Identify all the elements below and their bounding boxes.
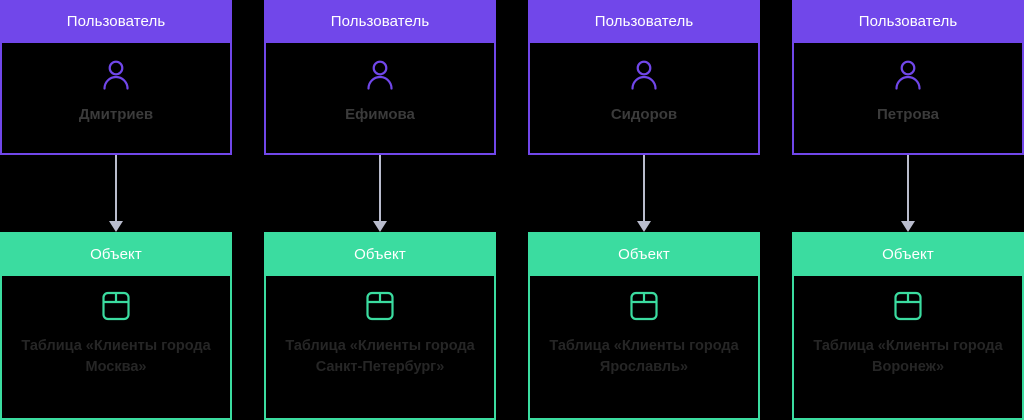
object-name: Таблица «Клиенты города Ярославль» — [549, 338, 739, 376]
user-name: Петрова — [877, 106, 939, 123]
arrow-head-icon — [901, 221, 915, 232]
arrow-head-icon — [373, 221, 387, 232]
user-card[interactable]: Пользователь Сидоров — [528, 0, 760, 155]
user-card-header: Пользователь — [528, 0, 760, 43]
object-name: Таблица «Клиенты города Воронеж» — [813, 338, 1003, 376]
user-card-header: Пользователь — [264, 0, 496, 43]
object-card-body: Таблица «Клиенты города Воронеж» — [792, 276, 1024, 420]
object-card[interactable]: Объект Таблица «Клиенты города Ярославль… — [528, 232, 760, 420]
object-card[interactable]: Объект Таблица «Клиенты города Москва» — [0, 232, 232, 420]
user-icon — [99, 57, 133, 91]
object-name: Таблица «Клиенты города Санкт-Петербург» — [285, 338, 475, 376]
object-card-header: Объект — [264, 232, 496, 276]
arrow-line — [643, 155, 645, 223]
user-card[interactable]: Пользователь Дмитриев — [0, 0, 232, 155]
user-icon — [627, 57, 661, 91]
connector-arrow — [901, 155, 915, 232]
object-card-body: Таблица «Клиенты города Санкт-Петербург» — [264, 276, 496, 420]
object-card-header: Объект — [792, 232, 1024, 276]
table-icon — [365, 290, 395, 322]
diagram-column: Пользователь Дмитриев Объект — [0, 0, 232, 420]
connector-arrow — [109, 155, 123, 232]
table-icon — [101, 290, 131, 322]
object-card-header: Объект — [0, 232, 232, 276]
arrow-line — [907, 155, 909, 223]
table-icon — [893, 290, 923, 322]
user-card-body: Сидоров — [528, 43, 760, 155]
arrow-head-icon — [109, 221, 123, 232]
user-card[interactable]: Пользователь Ефимова — [264, 0, 496, 155]
user-icon — [891, 57, 925, 91]
user-card-header: Пользователь — [792, 0, 1024, 43]
diagram-column: Пользователь Сидоров Объект — [528, 0, 760, 420]
object-card-body: Таблица «Клиенты города Москва» — [0, 276, 232, 420]
user-name: Ефимова — [345, 106, 415, 123]
user-card-body: Дмитриев — [0, 43, 232, 155]
table-icon — [629, 290, 659, 322]
object-card-body: Таблица «Клиенты города Ярославль» — [528, 276, 760, 420]
object-card[interactable]: Объект Таблица «Клиенты города Санкт-Пет… — [264, 232, 496, 420]
diagram-column: Пользователь Петрова Объект — [792, 0, 1024, 420]
user-card-body: Ефимова — [264, 43, 496, 155]
object-card[interactable]: Объект Таблица «Клиенты города Воронеж» — [792, 232, 1024, 420]
arrow-line — [115, 155, 117, 223]
user-card-body: Петрова — [792, 43, 1024, 155]
connector-arrow — [637, 155, 651, 232]
diagram-column: Пользователь Ефимова Объект — [264, 0, 496, 420]
connector-arrow — [373, 155, 387, 232]
user-card-header: Пользователь — [0, 0, 232, 43]
user-name: Сидоров — [610, 106, 678, 123]
arrow-line — [379, 155, 381, 223]
arrow-head-icon — [637, 221, 651, 232]
user-icon — [363, 57, 397, 91]
object-card-header: Объект — [528, 232, 760, 276]
object-name: Таблица «Клиенты города Москва» — [21, 338, 211, 376]
user-name: Дмитриев — [78, 106, 154, 123]
user-card[interactable]: Пользователь Петрова — [792, 0, 1024, 155]
